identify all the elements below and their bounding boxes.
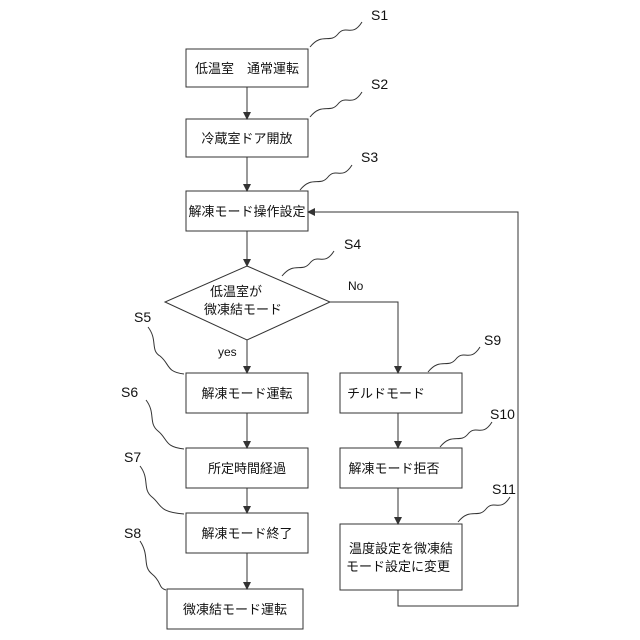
step-s7-text: 解凍モード終了 [201,526,292,542]
step-s9: チルドモード [340,373,462,413]
step-s3: 解凍モード操作設定 [186,191,308,231]
step-s4: 低温室が 微凍結モード [165,266,330,340]
leader-s5 [148,327,184,374]
step-s2: 冷蔵室ドア開放 [186,119,308,157]
step-label-s9: S9 [484,332,501,348]
leader-s4 [282,251,334,276]
step-s11-text-line1: 温度設定を微凍結 [349,541,453,557]
step-s1: 低温室 通常運転 [186,49,308,87]
step-label-s6: S6 [121,384,138,400]
branch-no-label: No [348,279,364,293]
step-label-s1: S1 [371,7,388,23]
leader-s7 [140,466,184,514]
step-s9-text: チルドモード [347,387,425,402]
step-s11-text-line2: モード設定に変更 [346,559,450,575]
step-s10-text: 解凍モード拒否 [348,461,439,477]
step-s10: 解凍モード拒否 [340,448,462,488]
branch-yes-label: yes [218,345,237,359]
step-label-s2: S2 [371,76,388,92]
step-s7: 解凍モード終了 [186,513,308,553]
step-s3-text: 解凍モード操作設定 [188,204,305,220]
step-s4-text-line2: 微凍結モード [204,302,282,318]
leader-s6 [146,400,184,449]
leader-s9 [428,347,480,372]
step-s1-text: 低温室 通常運転 [195,61,299,77]
step-s6-text: 所定時間経過 [208,462,286,477]
step-s6: 所定時間経過 [186,448,308,488]
step-s11: 温度設定を微凍結 モード設定に変更 [340,524,462,590]
step-label-s11: S11 [492,481,516,497]
leader-s1 [310,22,362,47]
leader-s8 [140,541,166,590]
arrow-s4-s9 [330,302,398,373]
step-s2-text: 冷蔵室ドア開放 [201,131,292,147]
step-s5: 解凍モード運転 [186,373,308,413]
leader-s11 [458,497,510,522]
leader-s2 [310,92,362,117]
leader-s10 [440,422,492,447]
leader-s3 [300,165,352,190]
step-s8-text: 微凍結モード運転 [183,602,287,618]
step-label-s7: S7 [124,449,141,465]
step-s8: 微凍結モード運転 [167,589,303,629]
step-s4-text-line1: 低温室が [210,284,262,300]
step-s11-box [340,524,462,590]
step-label-s3: S3 [361,149,378,165]
step-label-s4: S4 [344,236,361,252]
step-s5-text: 解凍モード運転 [201,386,292,402]
step-label-s5: S5 [134,309,151,325]
step-label-s10: S10 [490,406,515,422]
step-label-s8: S8 [124,525,141,541]
